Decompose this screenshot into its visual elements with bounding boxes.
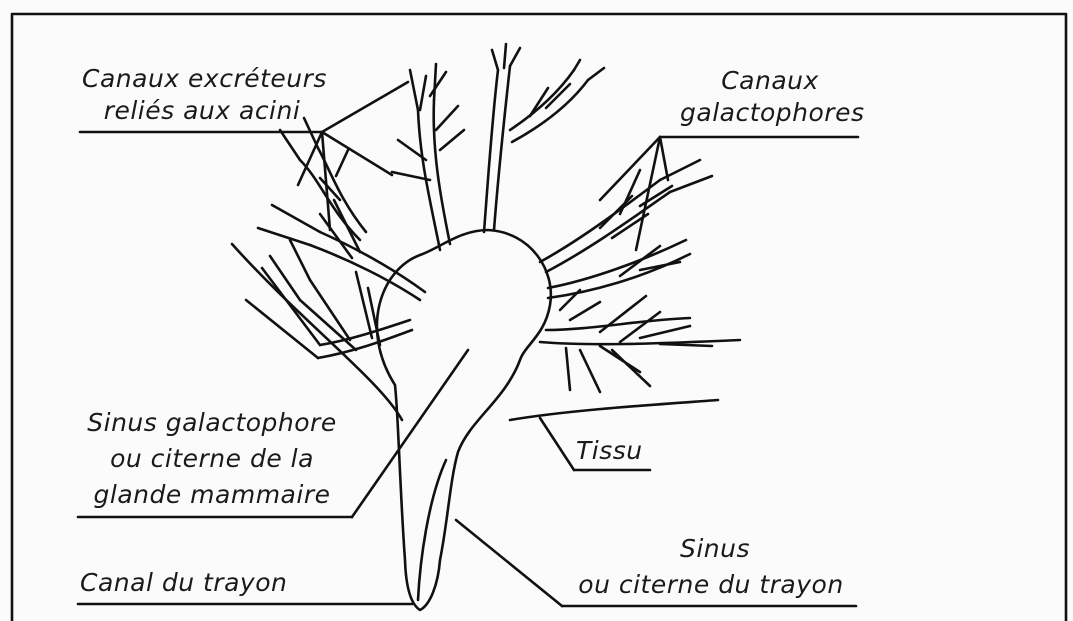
label-canaux-galactophores-line2: galactophores [680, 98, 860, 128]
duct-branch-upper-center [484, 44, 604, 232]
duct-branch-right [540, 160, 740, 392]
label-sinus-trayon-line1: Sinus [580, 534, 850, 564]
label-canal-du-trayon: Canal du trayon [80, 568, 287, 598]
label-sinus-galactophore-line1: Sinus galactophore [78, 408, 346, 438]
label-canaux-excreteurs-line1: Canaux excréteurs [82, 64, 322, 94]
label-sinus-galactophore-line3: glande mammaire [78, 480, 346, 510]
teat-canal [418, 460, 446, 600]
duct-branch-left [246, 200, 425, 358]
label-canaux-galactophores-line1: Canaux [680, 66, 860, 96]
label-tissu: Tissu [576, 436, 643, 466]
label-sinus-galactophore-line2: ou citerne de la [78, 444, 346, 474]
tissue-outline-right [510, 400, 718, 420]
label-sinus-trayon-line2: ou citerne du trayon [566, 570, 856, 600]
label-canaux-excreteurs-line2: reliés aux acini [82, 96, 322, 126]
